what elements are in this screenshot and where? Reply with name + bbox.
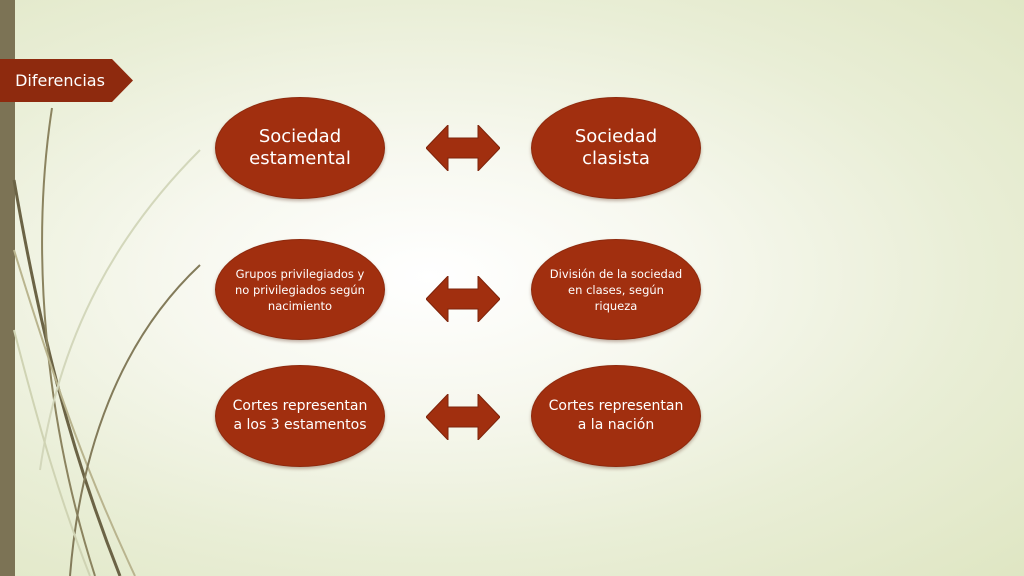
left-accent-bar [0,0,15,576]
oval-sociedad-clasista: Sociedad clasista [531,97,701,199]
oval-text: Cortes representan a la nación [548,398,684,433]
oval-text: Sociedad estamental [249,126,351,169]
oval-division-sociedad: División de la sociedad en clases, según… [531,239,701,340]
section-tag: Diferencias [0,59,133,102]
oval-text: Grupos privilegiados y no privilegiados … [235,266,365,313]
oval-cortes-nacion: Cortes representan a la nación [531,365,701,467]
oval-sociedad-estamental: Sociedad estamental [215,97,385,199]
oval-text: Sociedad clasista [574,126,658,169]
section-tag-label: Diferencias [15,71,105,90]
oval-grupos-privilegiados: Grupos privilegiados y no privilegiados … [215,239,385,340]
double-headed-arrow-icon [426,276,500,322]
double-headed-arrow-icon [426,125,500,171]
double-headed-arrow-icon [426,394,500,440]
oval-text: Cortes representan a los 3 estamentos [232,398,368,433]
oval-cortes-estamentos: Cortes representan a los 3 estamentos [215,365,385,467]
oval-text: División de la sociedad en clases, según… [549,266,683,313]
